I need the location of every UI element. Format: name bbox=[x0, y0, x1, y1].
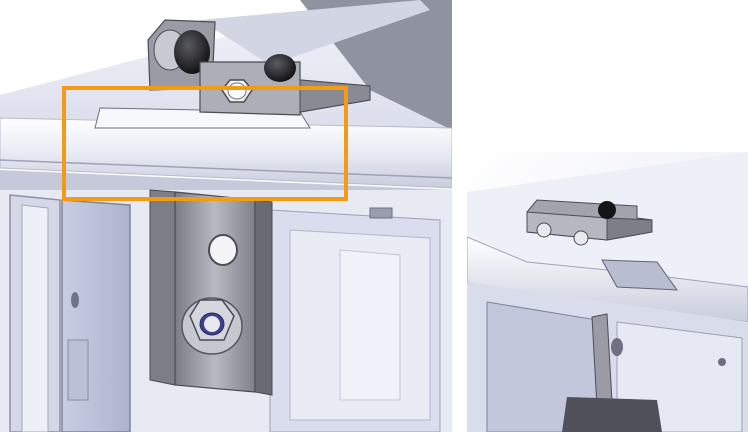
clamp-assembly bbox=[526, 199, 653, 246]
mounting-bracket bbox=[149, 189, 273, 396]
highlight-box bbox=[62, 86, 348, 201]
front-clamp-bracket bbox=[199, 54, 371, 116]
rubber-cap-icon bbox=[598, 201, 616, 219]
bracket-hole bbox=[208, 234, 238, 266]
main-closeup-view bbox=[0, 0, 452, 432]
rubber-cap-icon bbox=[264, 54, 296, 82]
rear-clamp-plate bbox=[147, 19, 216, 91]
overview-view bbox=[467, 152, 748, 432]
hex-bolt-icon bbox=[573, 230, 589, 246]
hex-bolt-icon bbox=[181, 297, 243, 355]
closeup-render bbox=[0, 0, 452, 432]
overview-render bbox=[467, 152, 748, 432]
hex-bolt-icon bbox=[536, 222, 552, 238]
rail-slot bbox=[601, 259, 679, 291]
